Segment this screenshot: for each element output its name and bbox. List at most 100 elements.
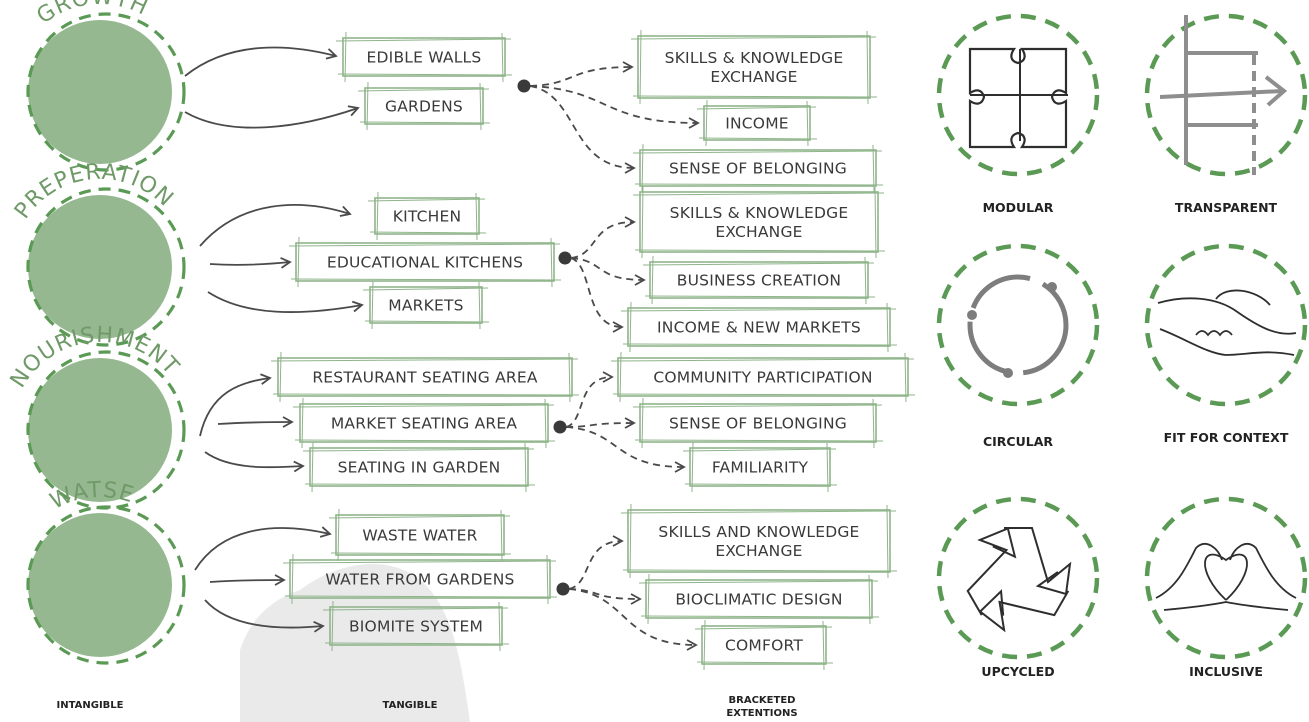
tangible-to-extension-arrow [568, 535, 624, 590]
extension-node: SENSE OF BELONGING [632, 143, 884, 193]
tangible-node-frame [322, 600, 510, 652]
extension-node-frame [610, 351, 916, 403]
tangible-label-line-1: EDIBLE WALLS [367, 49, 482, 67]
extension-node: SENSE OF BELONGING [632, 397, 884, 449]
junction-dot [558, 251, 572, 265]
tangible-node: MARKETS [362, 280, 490, 330]
principle-modular: MODULAR [936, 13, 1100, 215]
tangible-label-line-1: BIOMITE SYSTEM [349, 618, 483, 636]
intangible-to-tangible-arrow [204, 451, 305, 473]
tangible-node-frame [292, 397, 556, 449]
extension-node-frame [620, 503, 898, 579]
principle-label: UPCYCLED [981, 664, 1054, 679]
tangible-node: WASTE WATER [328, 508, 512, 562]
principle-label: INCLUSIVE [1189, 664, 1263, 679]
intangible-to-tangible-arrow [217, 416, 294, 428]
extension-node-frame [620, 301, 898, 353]
footer-tangible: TANGIBLE [383, 700, 438, 711]
extension-node-frame [694, 619, 834, 671]
intangible-to-tangible-arrow [184, 105, 360, 129]
tangible-node-frame [362, 280, 490, 330]
tangible-label-line-1: WASTE WATER [362, 527, 477, 545]
tangible-label-line-1: RESTAURANT SEATING AREA [312, 369, 538, 387]
intangible-to-tangible-arrow [199, 204, 352, 247]
extension-label-line-2: EXCHANGE [715, 223, 802, 241]
principle-circular: CIRCULAR [936, 243, 1100, 449]
tangible-to-extension-arrow [570, 257, 646, 286]
extension-label-line-1: BUSINESS CREATION [677, 272, 841, 290]
tangible-node: MARKET SEATING AREA [292, 397, 556, 449]
tangible-to-extension-arrow [570, 216, 636, 259]
principle-label: CIRCULAR [983, 434, 1053, 449]
intangible-to-tangible-arrow [209, 257, 292, 269]
principle-dashed-ring [1144, 243, 1308, 407]
extension-node: BUSINESS CREATION [642, 255, 876, 305]
intangible-circle [28, 358, 172, 502]
tangible-node: EDUCATIONAL KITCHENS [288, 236, 562, 288]
extension-node-frame [632, 397, 884, 449]
extension-label-line-1: SENSE OF BELONGING [669, 415, 847, 433]
extension-node: INCOME & NEW MARKETS [620, 301, 898, 353]
extension-node: INCOME [696, 99, 818, 147]
tangible-label-line-1: MARKET SEATING AREA [331, 415, 517, 433]
principle-label: MODULAR [983, 200, 1054, 215]
tangible-node-frame [328, 508, 512, 562]
extension-node-frame [632, 143, 884, 193]
principle-inclusive: INCLUSIVE [1144, 496, 1308, 679]
intangible-to-tangible-arrow [207, 291, 364, 313]
footer-extentions: EXTENTIONS [726, 708, 797, 719]
extension-node-frame [696, 99, 818, 147]
tangible-label-line-1: MARKETS [388, 297, 463, 315]
tangible-node-frame [367, 191, 487, 241]
extension-node: FAMILIARITY [682, 441, 838, 493]
footer-bracketed: BRACKETED [729, 695, 796, 706]
extension-node: COMFORT [694, 619, 834, 671]
tangible-to-extension-arrow [529, 61, 634, 87]
extension-node: BIOCLIMATIC DESIGN [638, 573, 880, 625]
tangible-node-frame [282, 553, 558, 605]
principle-fit-for-context: FIT FOR CONTEXT [1144, 243, 1308, 445]
principle-dashed-ring [1144, 13, 1308, 177]
extension-node: COMMUNITY PARTICIPATION [610, 351, 916, 403]
tangible-node-frame [357, 81, 491, 131]
tangible-label-line-1: KITCHEN [393, 208, 462, 226]
tangible-label-line-1: GARDENS [385, 98, 463, 116]
extension-label-line-1: INCOME [725, 115, 789, 133]
tangible-node: GARDENS [357, 81, 491, 131]
principle-dashed-ring [936, 243, 1100, 407]
tangible-node: EDIBLE WALLS [335, 31, 513, 83]
tangible-node: RESTAURANT SEATING AREA [270, 351, 580, 403]
junction-dot [517, 79, 531, 93]
intangible-dashed-ring [26, 12, 186, 172]
tangible-label-line-1: WATER FROM GARDENS [325, 571, 514, 589]
tangible-to-extension-arrow [529, 85, 636, 174]
tangible-node: KITCHEN [367, 191, 487, 241]
extension-label-line-1: COMFORT [725, 637, 803, 655]
footer-intangible: INTANGIBLE [57, 700, 124, 711]
tangible-to-extension-arrow [570, 257, 624, 333]
intangible-to-tangible-arrow [199, 373, 272, 437]
extension-label-line-2: EXCHANGE [710, 68, 797, 86]
tangible-to-extension-arrow [565, 417, 636, 429]
principle-dashed-ring [1144, 496, 1308, 660]
recycle-icon [966, 527, 1072, 633]
layers-icon [1159, 15, 1288, 175]
tangible-to-extension-arrow [568, 588, 698, 651]
tangible-label-line-1: EDUCATIONAL KITCHENS [327, 254, 523, 272]
tangible-node-frame [288, 236, 562, 288]
extension-label-line-2: EXCHANGE [715, 542, 802, 560]
tangible-node: WATER FROM GARDENS [282, 553, 558, 605]
extension-label-line-1: FAMILIARITY [712, 459, 809, 477]
intangible-dashed-ring [26, 505, 186, 665]
extension-node-frame [682, 441, 838, 493]
intangible-to-tangible-arrow [209, 574, 286, 586]
tangible-to-extension-arrow [568, 588, 642, 605]
extension-label-line-1: BIOCLIMATIC DESIGN [675, 591, 842, 609]
tangible-to-extension-arrow [565, 371, 614, 428]
